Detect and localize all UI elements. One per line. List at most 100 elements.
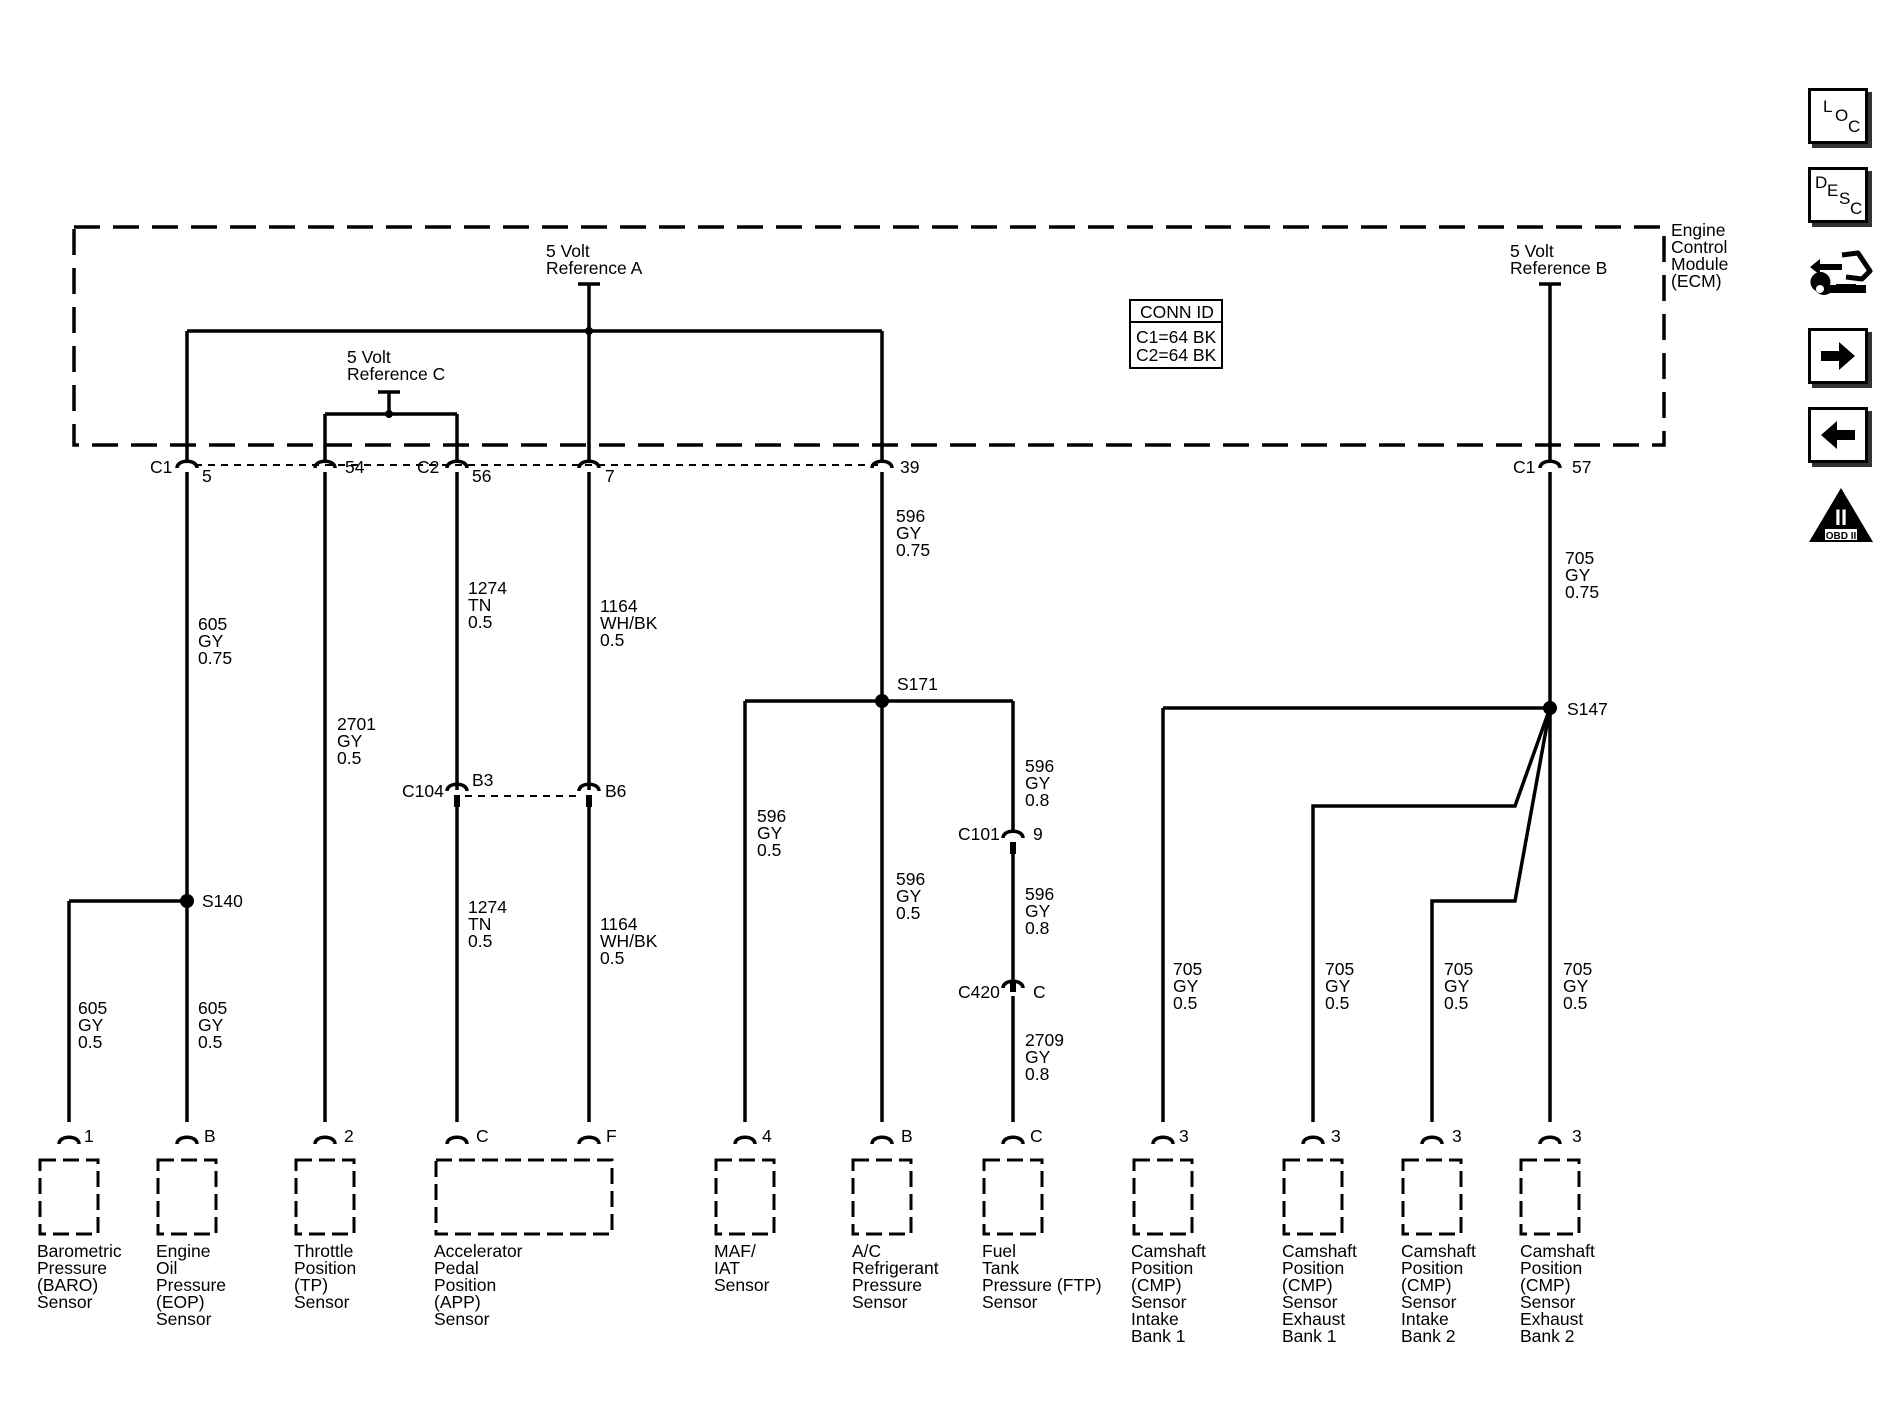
svg-text:B3: B3 [472, 770, 493, 790]
svg-text:Sensor: Sensor [852, 1292, 908, 1312]
cmp-intake-bank2-box [1401, 1158, 1463, 1236]
eop-sensor-box [156, 1158, 218, 1236]
svg-text:GY: GY [1173, 976, 1199, 996]
svg-text:Exhaust: Exhaust [1282, 1309, 1345, 1329]
svg-text:596: 596 [757, 806, 786, 826]
svg-text:Sensor: Sensor [37, 1292, 93, 1312]
svg-text:0.5: 0.5 [468, 931, 492, 951]
svg-text:B: B [901, 1126, 913, 1146]
svg-text:Sensor: Sensor [1282, 1292, 1338, 1312]
svg-text:Camshaft: Camshaft [1520, 1241, 1595, 1261]
svg-text:WH/BK: WH/BK [600, 613, 658, 633]
previous-button[interactable] [1808, 407, 1868, 463]
svg-text:A/C: A/C [852, 1241, 881, 1261]
svg-text:3: 3 [1572, 1126, 1582, 1146]
conn-id-box: CONN ID C1=64 BK C2=64 BK [1129, 299, 1223, 369]
svg-text:Sensor: Sensor [714, 1275, 770, 1295]
splice-s140-label: S140 [202, 891, 243, 911]
svg-text:Pedal: Pedal [434, 1258, 479, 1278]
svg-text:Barometric: Barometric [37, 1241, 122, 1261]
connector-wrench-button[interactable] [1806, 245, 1876, 309]
svg-text:Camshaft: Camshaft [1282, 1241, 1357, 1261]
svg-text:596: 596 [1025, 756, 1054, 776]
svg-text:7: 7 [605, 466, 615, 486]
svg-text:C1: C1 [150, 457, 172, 477]
svg-text:Sensor: Sensor [294, 1292, 350, 1312]
svg-text:GY: GY [1325, 976, 1351, 996]
ftp-sensor-box [982, 1158, 1044, 1236]
svg-text:Intake: Intake [1401, 1309, 1449, 1329]
svg-text:Accelerator: Accelerator [434, 1241, 523, 1261]
obd-ii-button[interactable]: II OBD II [1806, 484, 1876, 546]
svg-text:Bank 2: Bank 2 [1520, 1326, 1574, 1346]
svg-text:Sensor: Sensor [434, 1309, 490, 1329]
svg-text:Sensor: Sensor [1520, 1292, 1576, 1312]
loc-button[interactable]: L O C [1808, 88, 1868, 144]
cmp-intake-bank1-box [1132, 1158, 1194, 1236]
svg-text:4: 4 [762, 1126, 772, 1146]
svg-text:Camshaft: Camshaft [1401, 1241, 1476, 1261]
svg-text:GY: GY [78, 1015, 104, 1035]
svg-text:C101: C101 [958, 824, 1000, 844]
svg-text:0.5: 0.5 [198, 1032, 222, 1052]
svg-text:Pressure: Pressure [852, 1275, 922, 1295]
svg-text:B: B [204, 1126, 216, 1146]
svg-text:0.8: 0.8 [1025, 918, 1049, 938]
svg-text:705: 705 [1565, 548, 1594, 568]
svg-text:GY: GY [896, 886, 922, 906]
svg-text:0.75: 0.75 [1565, 582, 1599, 602]
svg-text:GY: GY [1025, 1047, 1051, 1067]
svg-text:GY: GY [1563, 976, 1589, 996]
svg-text:Refrigerant: Refrigerant [852, 1258, 939, 1278]
svg-text:0.5: 0.5 [1325, 993, 1349, 1013]
svg-text:(CMP): (CMP) [1520, 1275, 1571, 1295]
svg-text:C2: C2 [417, 457, 439, 477]
svg-text:C: C [1030, 1126, 1043, 1146]
svg-text:Engine: Engine [156, 1241, 211, 1261]
svg-text:705: 705 [1563, 959, 1592, 979]
svg-text:C1: C1 [1513, 457, 1535, 477]
svg-text:Position: Position [1131, 1258, 1193, 1278]
svg-text:705: 705 [1325, 959, 1354, 979]
svg-text:3: 3 [1331, 1126, 1341, 1146]
svg-text:MAF/: MAF/ [714, 1241, 756, 1261]
arrow-right-icon [1821, 342, 1855, 370]
desc-button[interactable]: D E S C [1808, 167, 1868, 223]
connector-wrench-icon [1810, 250, 1873, 295]
svg-text:2: 2 [344, 1126, 354, 1146]
next-button[interactable] [1808, 328, 1868, 384]
svg-text:9: 9 [1033, 824, 1043, 844]
svg-text:OBD II: OBD II [1826, 531, 1857, 542]
svg-text:3: 3 [1179, 1126, 1189, 1146]
reference-c-label: 5 Volt Reference C [347, 347, 445, 384]
svg-text:0.5: 0.5 [337, 748, 361, 768]
svg-text:Exhaust: Exhaust [1520, 1309, 1583, 1329]
app-sensor-box [434, 1158, 614, 1236]
svg-text:2701: 2701 [337, 714, 376, 734]
svg-text:0.5: 0.5 [1173, 993, 1197, 1013]
svg-text:F: F [606, 1126, 617, 1146]
sensor-boxes [38, 1158, 1581, 1236]
svg-text:Reference B: Reference B [1510, 258, 1607, 278]
svg-text:705: 705 [1173, 959, 1202, 979]
svg-text:Throttle: Throttle [294, 1241, 353, 1261]
svg-text:57: 57 [1572, 457, 1591, 477]
svg-text:0.8: 0.8 [1025, 790, 1049, 810]
svg-text:Position: Position [294, 1258, 356, 1278]
svg-text:596: 596 [896, 506, 925, 526]
